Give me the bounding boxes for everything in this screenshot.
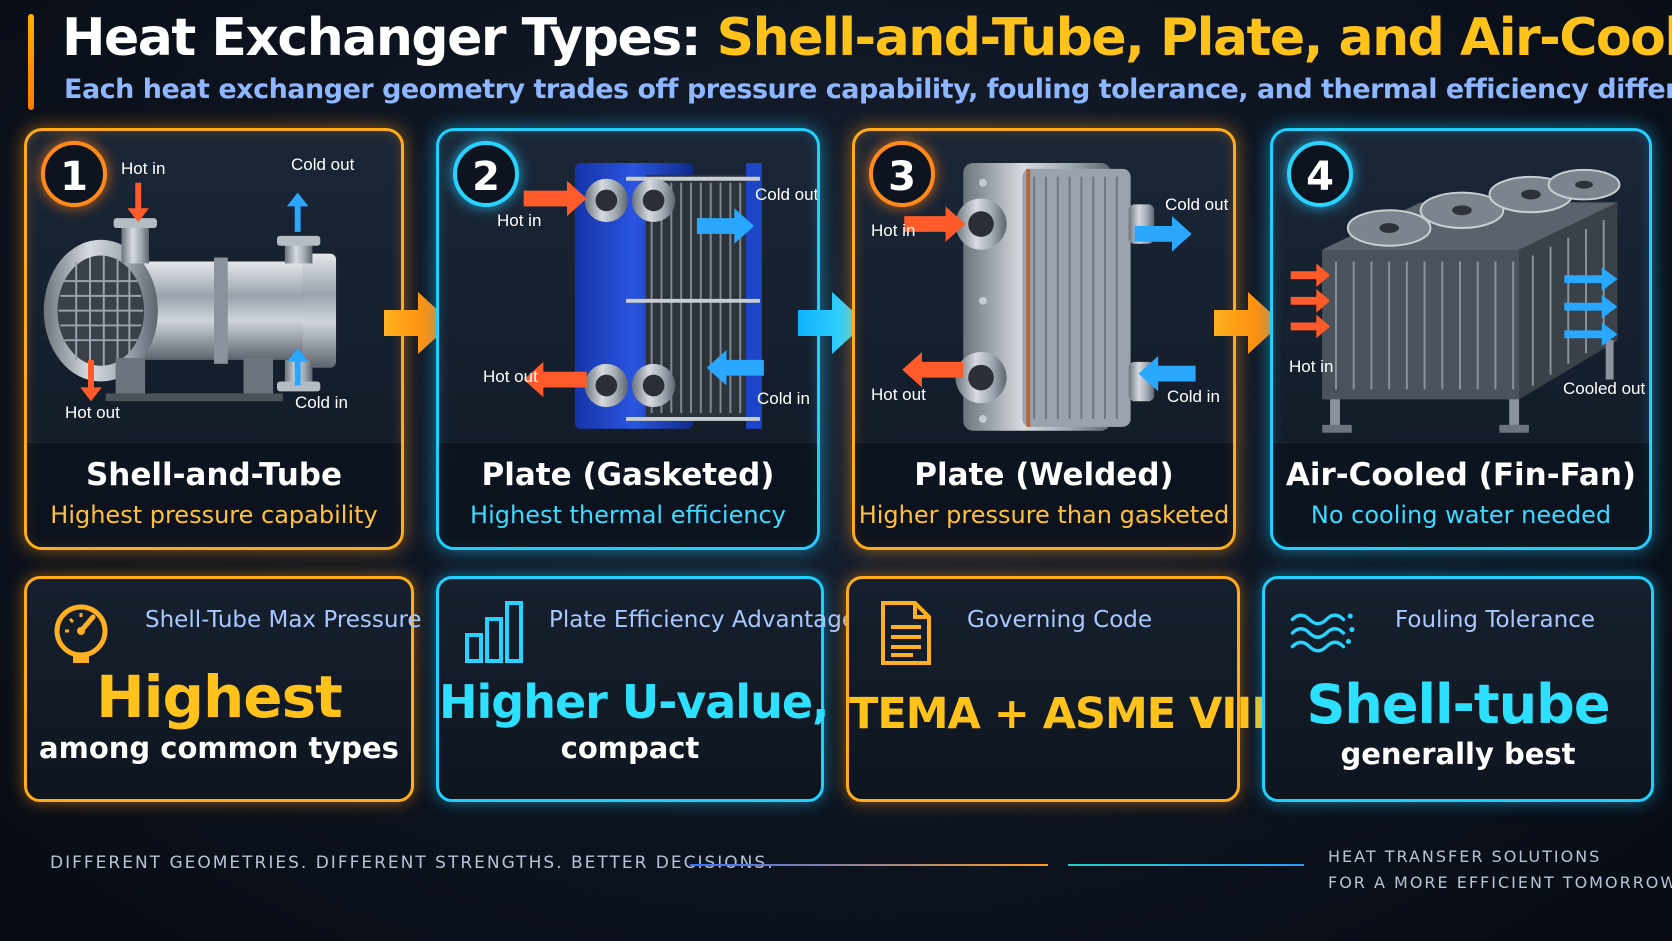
card-name: Air-Cooled (Fin-Fan)	[1285, 457, 1637, 493]
cold-out-label: Cold out	[1165, 195, 1229, 214]
card-name: Plate (Welded)	[914, 457, 1174, 493]
page-subtitle: Each heat exchanger geometry trades off …	[64, 74, 1672, 105]
stat-label: Governing Code	[967, 607, 1153, 633]
card-name: Plate (Gasketed)	[481, 457, 775, 493]
hot-out-label: Hot out	[483, 367, 538, 386]
card-air-cooled[interactable]: 4 Hot in Cooled out Air-Cooled (Fin-Fan)…	[1270, 128, 1652, 550]
stat-label: Shell-Tube Max Pressure	[145, 607, 422, 633]
card-number-badge: 3	[869, 141, 935, 207]
waves-icon	[1290, 613, 1355, 653]
cooled-out-label: Cooled out	[1563, 379, 1646, 398]
card-description: No cooling water needed	[1310, 501, 1612, 529]
footer-brand: HEAT TRANSFER SOLUTIONS FOR A MORE EFFIC…	[1328, 844, 1672, 896]
stat-subtext: compact	[560, 731, 700, 765]
card-number-badge: 2	[453, 141, 519, 207]
stat-plate-efficiency[interactable]: Plate Efficiency Advantage Higher U-valu…	[436, 576, 856, 802]
plate-welded-illustration	[902, 163, 1196, 431]
card-description: Highest pressure capability	[50, 501, 378, 529]
card-number-badge: 1	[41, 141, 107, 207]
stat-max-pressure[interactable]: Shell-Tube Max Pressure Highest among co…	[24, 576, 422, 802]
card-plate-gasketed[interactable]: 2 Hot in Cold out Hot out Cold in Plate …	[436, 128, 820, 550]
stat-value: TEMA + ASME VIII	[849, 689, 1267, 739]
stat-label: Fouling Tolerance	[1395, 607, 1596, 633]
bar-chart-icon	[465, 601, 523, 663]
cold-in-label: Cold in	[295, 393, 348, 412]
flow-arrow-icon	[1214, 292, 1282, 354]
title-part-1: Heat Exchanger Types:	[62, 8, 717, 68]
stat-subtext: generally best	[1340, 737, 1576, 771]
card-label-area: Air-Cooled (Fin-Fan) No cooling water ne…	[1273, 442, 1649, 547]
card-number-badge: 4	[1287, 141, 1353, 207]
hot-out-label: Hot out	[65, 403, 120, 422]
hot-in-label: Hot in	[1289, 357, 1334, 376]
document-icon	[881, 601, 931, 665]
footer-brand-line-2: FOR A MORE EFFICIENT TOMORROW.	[1328, 873, 1672, 892]
plate-gasketed-illustration	[523, 163, 764, 429]
footer-divider-right	[1068, 864, 1304, 866]
footer-tagline: DIFFERENT GEOMETRIES. DIFFERENT STRENGTH…	[50, 853, 775, 873]
card-label-area: Plate (Welded) Higher pressure than gask…	[855, 442, 1233, 547]
cold-in-label: Cold in	[1167, 387, 1220, 406]
pressure-gauge-icon	[54, 604, 108, 663]
hot-in-label: Hot in	[871, 221, 916, 240]
card-name: Shell-and-Tube	[85, 457, 343, 493]
hot-out-label: Hot out	[871, 385, 926, 404]
title-part-2: Shell-and-Tube, Plate, and Air-Cooled	[716, 8, 1672, 68]
stat-value: Highest	[96, 663, 343, 731]
flow-arrow-icon	[384, 292, 452, 354]
cold-out-label: Cold out	[755, 185, 819, 204]
card-description: Higher pressure than gasketed	[858, 501, 1230, 529]
stat-value: Shell-tube	[1306, 673, 1611, 736]
card-label-area: Plate (Gasketed) Highest thermal efficie…	[439, 442, 817, 547]
shell-and-tube-illustration	[43, 182, 337, 402]
cold-in-label: Cold in	[757, 389, 810, 408]
stat-label: Plate Efficiency Advantage	[549, 607, 857, 633]
stat-value: Higher U-value,	[439, 675, 830, 729]
hot-in-label: Hot in	[121, 159, 166, 178]
cold-out-label: Cold out	[291, 155, 355, 174]
card-description: Highest thermal efficiency	[470, 501, 786, 529]
footer-brand-line-1: HEAT TRANSFER SOLUTIONS	[1328, 847, 1602, 866]
stat-subtext: among common types	[39, 731, 399, 765]
flow-arrow-icon	[798, 292, 866, 354]
footer-divider-left	[690, 864, 1048, 866]
air-cooled-illustration	[1290, 168, 1621, 433]
card-shell-and-tube[interactable]: 1 Hot in Cold out Cold in Hot out Shell-…	[24, 128, 404, 550]
card-plate-welded[interactable]: 3 Hot in Cold out Hot out Cold in Plate …	[852, 128, 1236, 550]
stat-fouling-tolerance[interactable]: Fouling Tolerance Shell-tube generally b…	[1262, 576, 1654, 802]
card-label-area: Shell-and-Tube Highest pressure capabili…	[27, 442, 401, 547]
stat-governing-code[interactable]: Governing Code TEMA + ASME VIII	[846, 576, 1267, 802]
title-accent-bar	[28, 14, 34, 110]
page-title: Heat Exchanger Types: Shell-and-Tube, Pl…	[62, 8, 1672, 68]
hot-in-label: Hot in	[497, 211, 542, 230]
